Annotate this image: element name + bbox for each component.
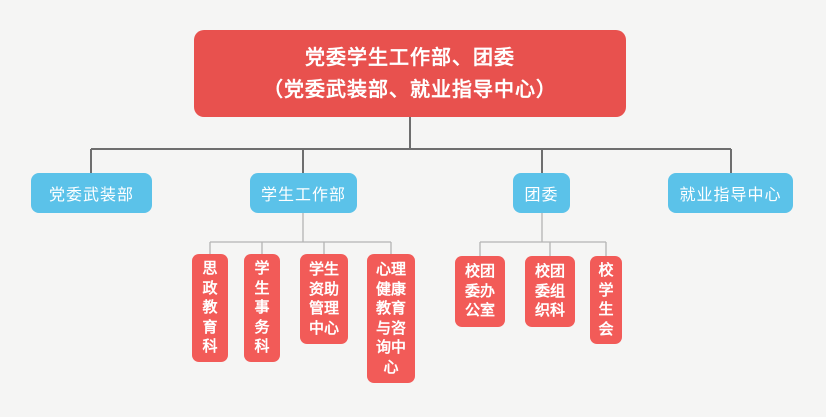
node-office-league-organization-section: 校团委组织科 (525, 256, 575, 327)
node-office-mental-health-counseling-center: 心理健康教育与咨询中心 (367, 254, 415, 383)
root-label-line1: 党委学生工作部、团委 (305, 46, 515, 69)
node-dept-employment-guidance-center: 就业指导中心 (668, 173, 793, 213)
node-office-ideological-political-education: 思政教育科 (192, 254, 228, 362)
dept-label: 团委 (524, 187, 559, 204)
node-root-party-student-work-dept: 党委学生工作部、团委 （党委武装部、就业指导中心） (194, 30, 626, 117)
node-office-student-union: 校学生会 (590, 256, 622, 344)
youth-league-connector-path (479, 213, 607, 257)
node-office-league-committee-office: 校团委办公室 (455, 256, 505, 327)
root-label-line2: （党委武装部、就业指导中心） (263, 78, 557, 101)
level1-connector-path (90, 117, 732, 173)
node-dept-youth-league: 团委 (513, 173, 570, 213)
node-dept-student-work: 学生工作部 (250, 173, 357, 213)
node-office-student-affairs: 学生事务科 (244, 254, 280, 362)
node-office-student-financial-aid-center: 学生资助管理中心 (300, 254, 348, 344)
dept-label: 学生工作部 (260, 187, 346, 204)
student-work-connector-path (209, 213, 392, 255)
dept-label: 就业指导中心 (679, 187, 782, 204)
dept-label: 党委武装部 (48, 187, 134, 204)
node-dept-armed-forces: 党委武装部 (31, 173, 152, 213)
